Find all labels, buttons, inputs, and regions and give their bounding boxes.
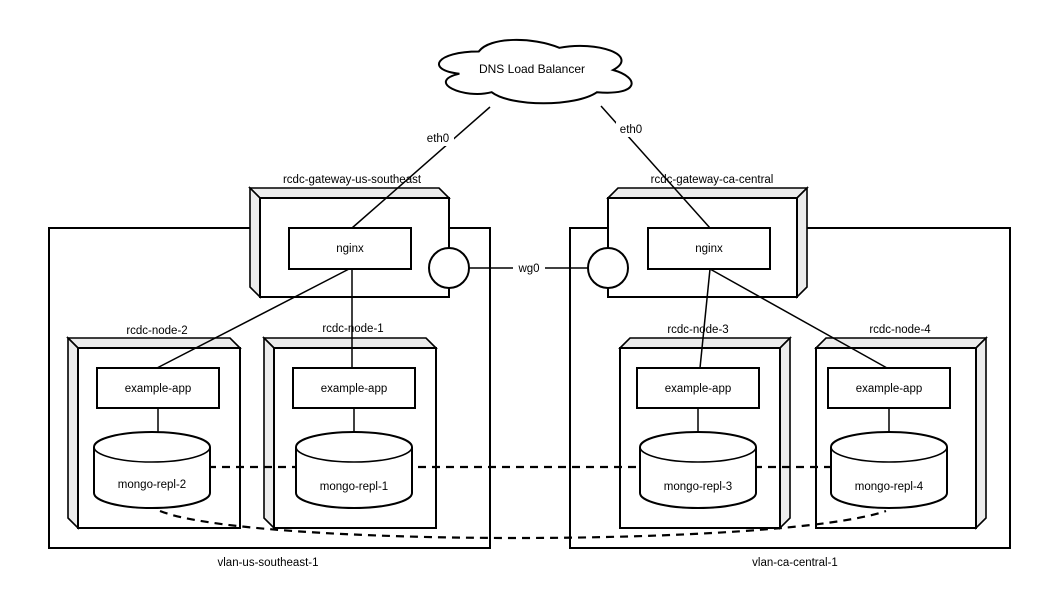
node2-label: rcdc-node-2 [126,325,187,337]
mongo-repl-4-cylinder [830,431,948,509]
mongo3-body [639,431,757,509]
mongo3-label: mongo-repl-3 [664,481,732,493]
mongo4-label: mongo-repl-4 [855,481,924,493]
gateway-left-label: rcdc-gateway-us-southeast [283,174,422,186]
mongo1-body [295,431,413,509]
mongo2-label: mongo-repl-2 [118,479,186,491]
app-node1-label: example-app [321,383,387,395]
wg0-interface-circle-left [428,247,470,289]
app-node4-label: example-app [856,383,922,395]
node4-label: rcdc-node-4 [869,324,931,336]
wg0-label: wg0 [517,263,539,275]
nginx-left-label: nginx [336,243,364,255]
node4-side-face [975,336,987,530]
mongo2-body [93,431,211,509]
nginx-right-label: nginx [695,243,723,255]
gateway-right-side-face [796,186,808,299]
edge-nginx-right-to-app-node4 [709,268,888,369]
mongo1-label: mongo-repl-1 [320,481,388,493]
app-node1-box [292,367,416,409]
node3-side-face [779,336,791,530]
app-node2-box [96,367,220,409]
gateway-left-side-face [249,186,261,299]
gateway-right-top-face [606,187,809,199]
node2-side-face [67,336,79,530]
vlan-right-label: vlan-ca-central-1 [752,557,838,569]
mongo1-rim [295,446,413,463]
mongo-repl-1-cylinder [295,431,413,509]
edge-nginx-left-to-app-node2 [156,268,350,369]
node1-top-face [262,337,438,349]
eth0-right-label-bg [616,122,647,137]
node3-top-face [618,337,792,349]
eth0-right-label: eth0 [620,124,642,136]
app-node4-box [827,367,951,409]
app-node2-label: example-app [125,383,191,395]
vlan-left-label: vlan-us-southeast-1 [218,557,319,569]
mongo-repl-2-cylinder [93,431,211,509]
mongo-repl-3-cylinder [639,431,757,509]
node2-top-face [66,337,242,349]
dns-cloud-label: DNS Load Balancer [479,62,585,76]
app-node3-label: example-app [665,383,731,395]
nginx-left-box [288,227,412,270]
dns-cloud-shape [437,38,633,105]
nginx-right-box [647,227,771,270]
app-node3-box [636,367,760,409]
node3-label: rcdc-node-3 [667,324,728,336]
node1-label: rcdc-node-1 [322,323,383,335]
edge-nginx-right-to-app-node3 [699,268,711,369]
mongo2-rim [93,446,211,463]
gateway-right-label: rcdc-gateway-ca-central [651,174,774,186]
eth0-left-label-bg [423,131,454,146]
mongo4-body [830,431,948,509]
mongo3-rim [639,446,757,463]
wg0-label-bg [513,261,545,276]
mongo4-rim [830,446,948,463]
eth0-left-label: eth0 [427,133,449,145]
wg0-interface-circle-right [587,247,629,289]
edge-mongo-replication-curve [159,509,887,540]
edge-cloud-to-nginx-left [351,106,491,229]
gateway-left-top-face [248,187,451,199]
node1-side-face [263,336,275,530]
